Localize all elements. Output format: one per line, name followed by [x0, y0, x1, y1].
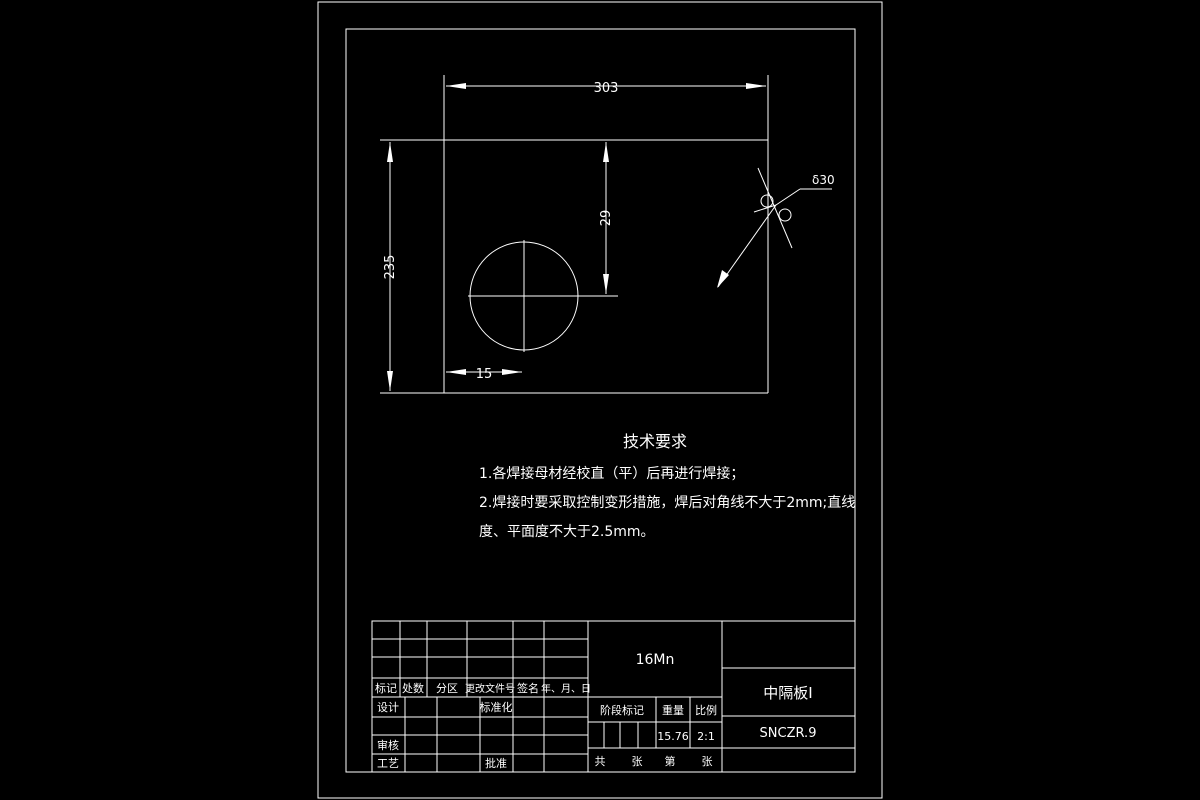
weight-value: 15.76: [657, 730, 689, 743]
dim-303-label: 303: [594, 81, 619, 96]
title-block: 标记 处数 分区 更改文件号 签名 年、月、日 设计 标准化 审核 工艺 批准 …: [371, 620, 856, 773]
label-di: 第: [665, 754, 676, 768]
label-biaoji: 标记: [375, 681, 397, 695]
thickness-leader: δ30: [717, 167, 835, 288]
label-bili: 比例: [695, 703, 717, 717]
dim-235-label: 235: [383, 255, 398, 280]
tech-req-item-1: 1.各焊接母材经校直（平）后再进行焊接；: [479, 465, 744, 482]
thickness-label: δ30: [812, 173, 835, 187]
label-zhongliang: 重量: [662, 703, 684, 717]
label-shenhe: 审核: [377, 738, 399, 752]
drawing-number: SNCZR.9: [760, 726, 817, 741]
label-fenqu: 分区: [436, 682, 458, 695]
label-biaozhunhua: 标准化: [480, 700, 513, 714]
material-label: 16Mn: [636, 652, 675, 668]
outer-frame: [317, 1, 883, 799]
label-gong: 共: [595, 755, 606, 768]
dimension-top-width: 303: [446, 81, 766, 96]
tech-req-item-2-line-2: 度、平面度不大于2.5mm。: [479, 524, 655, 540]
part-name: 中隔板Ⅰ: [763, 684, 812, 702]
label-genggai: 更改文件号: [465, 682, 515, 695]
technical-requirements: 技术要求 1.各焊接母材经校直（平）后再进行焊接； 2.焊接时要采取控制变形措施…: [479, 432, 855, 540]
label-zhang-2: 张: [702, 755, 713, 768]
scale-value: 2:1: [697, 730, 715, 743]
dimension-hole-horizontal: 15: [446, 367, 522, 382]
label-date: 年、月、日: [541, 682, 591, 695]
tech-req-title: 技术要求: [623, 432, 687, 451]
label-zhang-1: 张: [632, 755, 643, 768]
label-pizhun: 批准: [485, 756, 507, 770]
part-view: [380, 75, 769, 394]
dim-29-label: 29: [599, 210, 614, 227]
tech-req-item-2-line-1: 2.焊接时要采取控制变形措施，焊后对角线不大于2mm;直线: [479, 494, 855, 511]
label-gongyi: 工艺: [377, 757, 399, 770]
dim-15-label: 15: [476, 367, 493, 382]
dimension-left-height: 235: [383, 142, 398, 391]
label-jieduan: 阶段标记: [600, 703, 644, 717]
label-qianming: 签名: [517, 681, 539, 695]
dimension-hole-vertical: 29: [599, 142, 614, 294]
label-sheji: 设计: [377, 701, 399, 714]
label-chushu: 处数: [402, 682, 424, 695]
